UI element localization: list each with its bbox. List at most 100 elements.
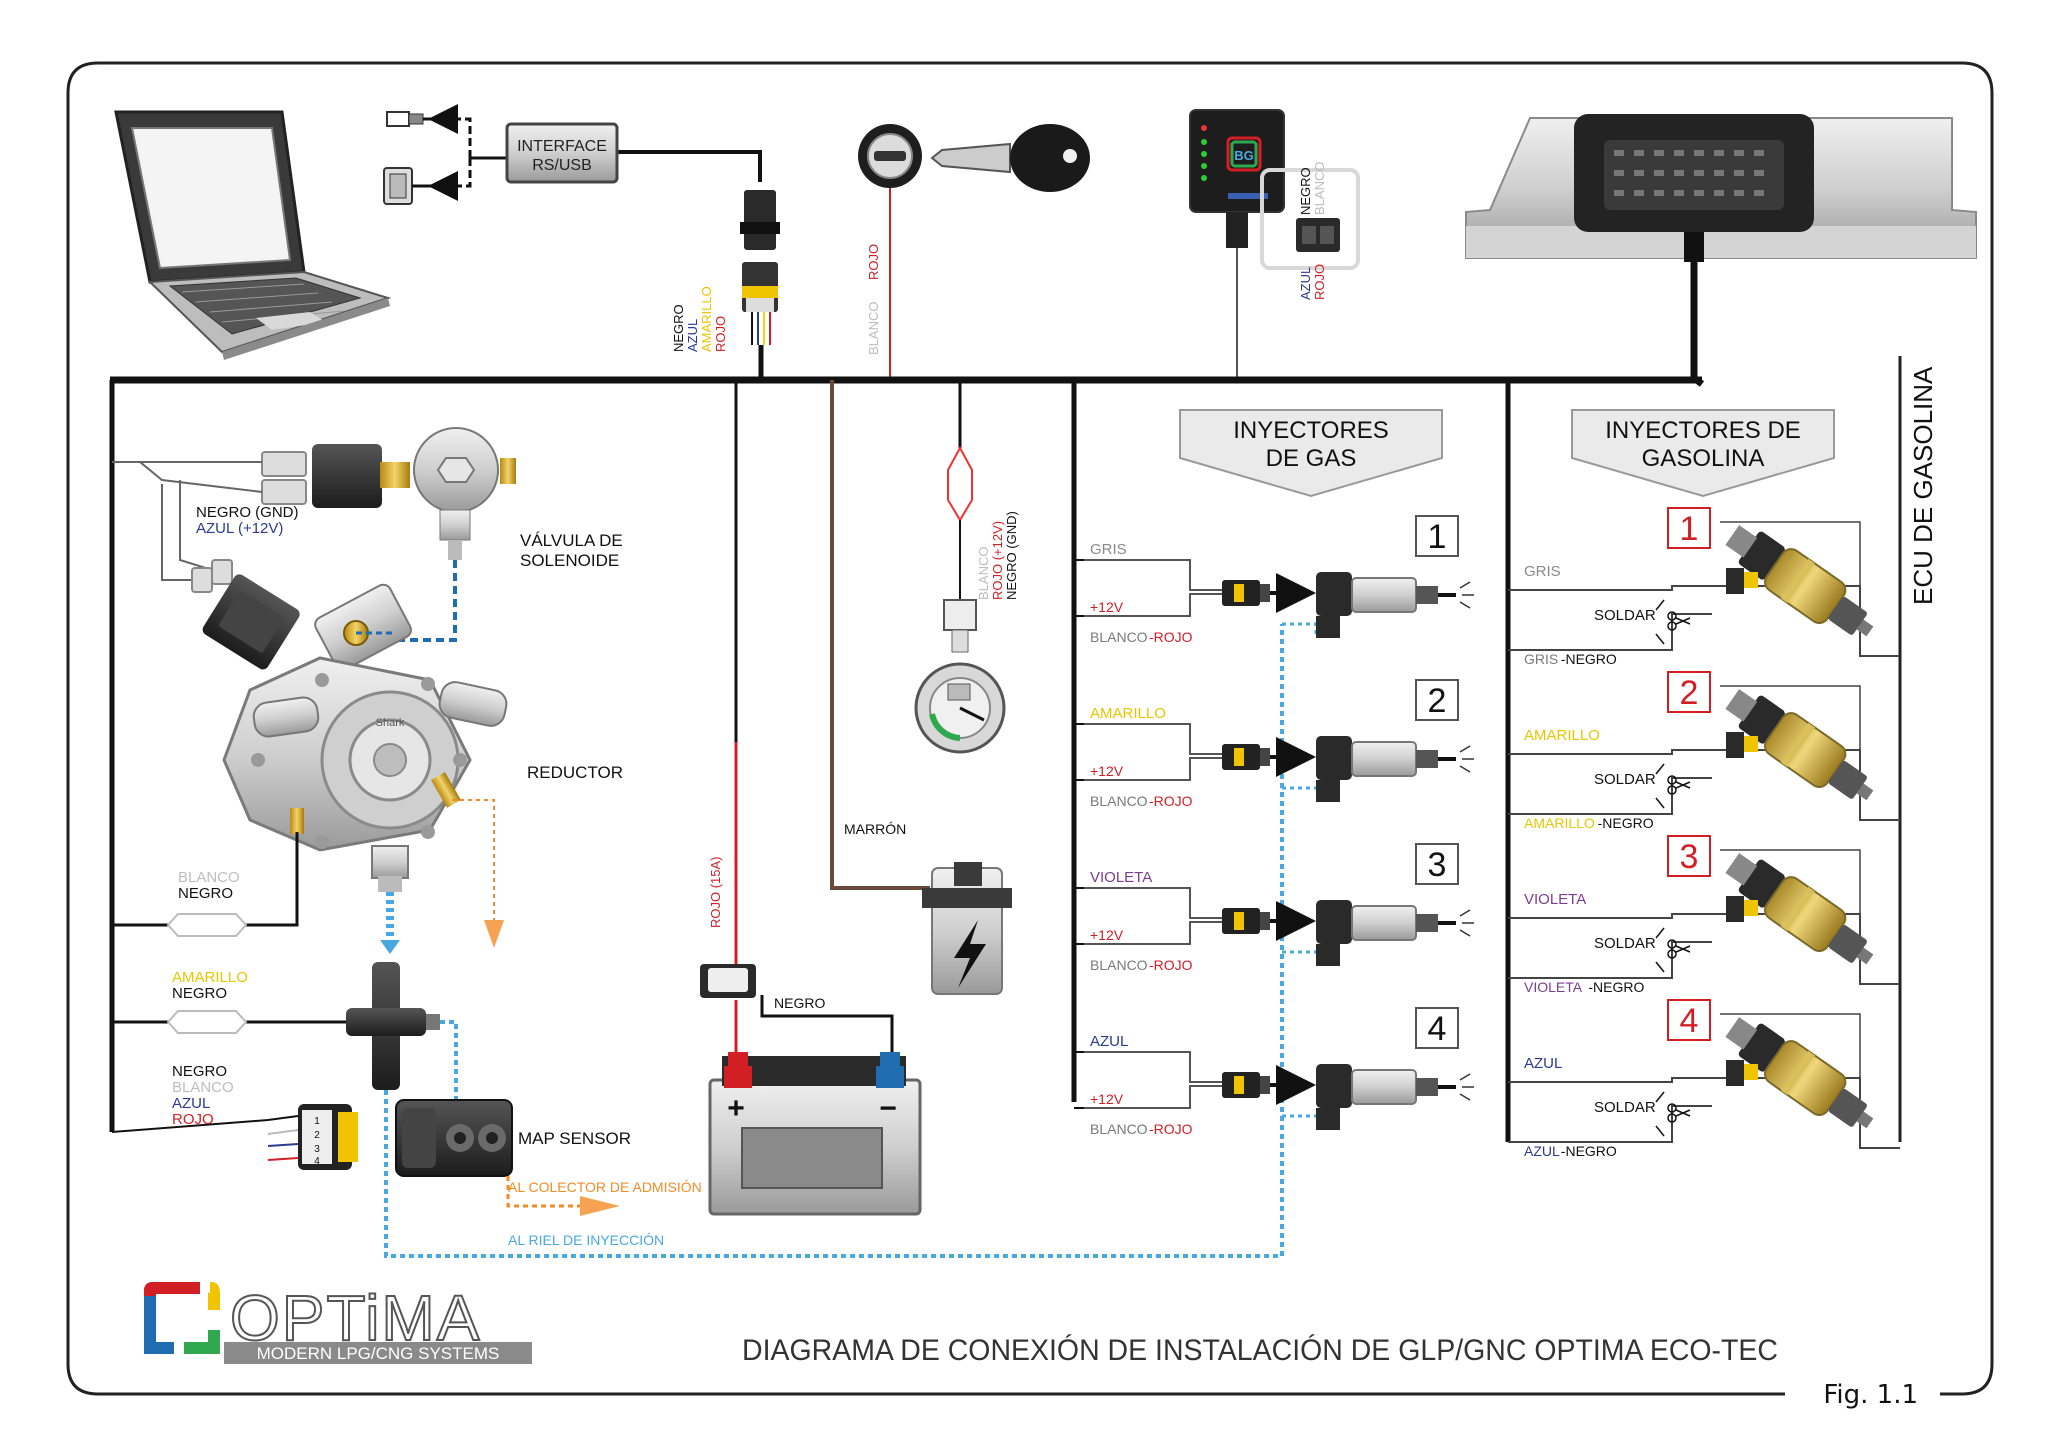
figure-number: Fig. 1.1 — [1823, 1380, 1918, 1410]
petrol-injector-return-wire-a: VIOLETA — [1524, 979, 1583, 995]
petrol-injector-return-wire-b: -NEGRO — [1588, 979, 1644, 995]
petrol-injector-return-wire-a: GRIS — [1524, 651, 1558, 667]
battery-fuse — [700, 964, 756, 998]
solenoid-wire-negro-gnd: NEGRO (GND) — [196, 504, 299, 521]
petrol-injector-number: 2 — [1680, 674, 1699, 712]
temp-wire-rojo-12v: ROJO (+12V) — [990, 521, 1005, 600]
battery-ground-wire-label: NEGRO — [774, 995, 825, 1011]
petrol-injector-return-wire-b: -NEGRO — [1561, 651, 1617, 667]
pipe-label-rail: AL RIEL DE INYECCIÓN — [508, 1232, 664, 1248]
ignition-wire-blanco: BLANCO — [866, 302, 881, 355]
interface-wire-amarillo: AMARILLO — [699, 286, 714, 352]
ecu-gasolina-label: ECU DE GASOLINA — [1908, 366, 1938, 605]
solenoid-wiring — [112, 461, 263, 581]
gas-injector-return-wire-a: BLANCO — [1090, 629, 1148, 645]
interface-wire-negro: NEGRO — [671, 304, 686, 352]
solenoid-label-line1: VÁLVULA DE — [520, 531, 623, 550]
petrol-injector-signal-wire: AZUL — [1524, 1055, 1562, 1072]
optima-logo: OPTiMA MODERN LPG/CNG SYSTEMS — [144, 1281, 532, 1364]
petrol-injector-list: GRISGRIS-NEGROSOLDAR1AMARILLOAMARILLO-NE… — [1508, 507, 1900, 1159]
petrol-injector-solder-label: SOLDAR — [1594, 1099, 1656, 1116]
petrol-injector-signal-wire: VIOLETA — [1524, 891, 1586, 908]
svg-text:BG: BG — [1234, 148, 1254, 163]
battery-fuse-wire-label: ROJO (15A) — [708, 856, 723, 928]
serial-db9-plug-icon — [383, 167, 440, 205]
gas-injector-signal-wire: GRIS — [1090, 541, 1127, 558]
diagram-title: DIAGRAMA DE CONEXIÓN DE INSTALACIÓN DE G… — [742, 1334, 1778, 1367]
temperature-sensor — [914, 380, 1006, 754]
gas-injector-plus-wire: +12V — [1090, 763, 1124, 779]
gas-ecu-box — [1465, 114, 1977, 262]
svg-text:2: 2 — [314, 1130, 320, 1141]
petrol-injectors-header-line1: INYECTORES DE — [1605, 417, 1801, 444]
gas-injector-signal-wire: AMARILLO — [1090, 705, 1166, 722]
svg-text:1: 1 — [314, 1116, 320, 1127]
gas-injector-return-wire-b: -ROJO — [1149, 957, 1193, 973]
page-frame — [66, 61, 1994, 1396]
petrol-injector-number: 4 — [1680, 1002, 1699, 1040]
petrol-injector-signal-wire: GRIS — [1524, 563, 1561, 580]
ignition-switch — [858, 124, 922, 378]
svg-text:4: 4 — [314, 1156, 320, 1167]
gas-injector-return-wire-a: BLANCO — [1090, 793, 1148, 809]
gas-injectors-header-line2: DE GAS — [1266, 445, 1357, 472]
map-wire-negro: NEGRO — [172, 1063, 227, 1080]
solenoid-wire-azul-12v: AZUL (+12V) — [196, 520, 283, 537]
gas-injector-return-wire-b: -ROJO — [1149, 629, 1193, 645]
petrol-injector-row: VIOLETA VIOLETA -NEGRO SOLDAR 3 — [1508, 835, 1900, 995]
petrol-injector-return-wire-b: -NEGRO — [1598, 815, 1654, 831]
petrol-injector-solder-label: SOLDAR — [1594, 935, 1656, 952]
petrol-injector-return-wire-a: AMARILLO — [1524, 815, 1595, 831]
gas-injector-signal-wire: AZUL — [1090, 1033, 1128, 1050]
petrol-injectors-header-line2: GASOLINA — [1642, 445, 1765, 472]
pipe-label-manifold: AL COLECTOR DE ADMISIÓN — [508, 1179, 702, 1195]
coil-wire-label: MARRÓN — [844, 821, 906, 837]
reducer-wire-negro: NEGRO — [178, 885, 233, 902]
temp-wire-negro-gnd: NEGRO (GND) — [1004, 511, 1019, 600]
interface-wire-rojo: ROJO — [713, 316, 728, 352]
interface-label-line2: RS/USB — [532, 157, 592, 174]
svg-text:+: + — [727, 1092, 745, 1125]
interface-cable — [428, 104, 762, 201]
battery: + − — [708, 1052, 922, 1216]
pressure-wire-amarillo: AMARILLO — [172, 969, 248, 986]
reducer-wire-blanco: BLANCO — [178, 869, 240, 886]
ignition-coil — [830, 380, 1012, 995]
switch-wire-labels: NEGRO BLANCO AZUL ROJO — [1298, 162, 1327, 300]
gas-injectors-header: INYECTORES DE GAS — [1179, 409, 1443, 498]
gas-injector-number: 2 — [1428, 682, 1447, 720]
pressure-wire-negro: NEGRO — [172, 985, 227, 1002]
petrol-injector-number: 3 — [1680, 838, 1699, 876]
battery-wiring — [734, 380, 894, 1070]
diagnostic-connector — [740, 190, 780, 378]
gas-injector-signal-wire: VIOLETA — [1090, 869, 1152, 886]
petrol-injector-solder-label: SOLDAR — [1594, 607, 1656, 624]
petrol-injector-solder-label: SOLDAR — [1594, 771, 1656, 788]
gas-injector-return-wire-a: BLANCO — [1090, 957, 1148, 973]
switch-wire-rojo: ROJO — [1312, 264, 1327, 300]
svg-text:−: − — [879, 1092, 897, 1125]
map-wire-rojo: ROJO — [172, 1111, 214, 1128]
gas-injector-number: 4 — [1428, 1010, 1447, 1048]
switch-wire-blanco: BLANCO — [1312, 162, 1327, 215]
ignition-wire-rojo: ROJO — [866, 244, 881, 280]
petrol-injector-return-wire-b: -NEGRO — [1561, 1143, 1617, 1159]
gas-injector-number: 3 — [1428, 846, 1447, 884]
solenoid-label-line2: SOLENOIDE — [520, 551, 619, 570]
optima-logo-tagline: MODERN LPG/CNG SYSTEMS — [257, 1344, 500, 1363]
interface-wire-labels: NEGRO AZUL AMARILLO ROJO — [671, 286, 728, 352]
gas-injector-return-wire-b: -ROJO — [1149, 793, 1193, 809]
svg-text:Shark: Shark — [376, 717, 405, 729]
temp-wire-blanco: BLANCO — [976, 547, 991, 600]
reducer-label: REDUCTOR — [527, 763, 623, 782]
laptop-illustration — [114, 110, 392, 360]
gas-injector-row: AMARILLO +12V BLANCO-ROJO 2 — [1074, 679, 1474, 809]
petrol-injector-number: 1 — [1680, 510, 1699, 548]
